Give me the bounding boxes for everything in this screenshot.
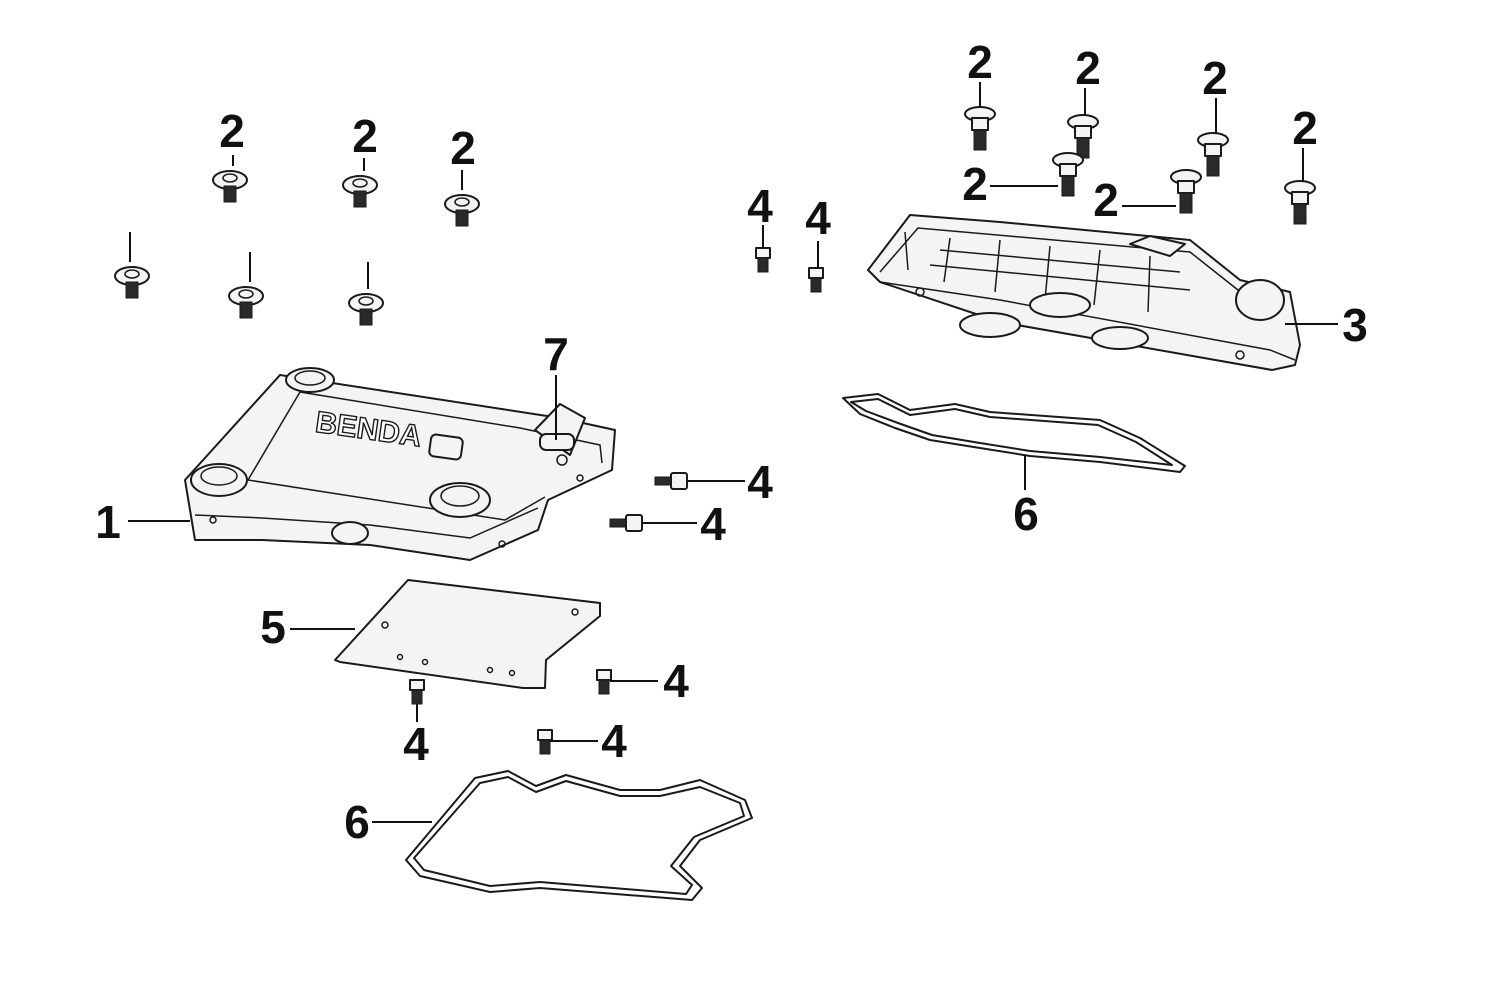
- callout-4: 4: [403, 718, 429, 770]
- camshaft-housing: [867, 214, 1301, 371]
- callout-4: 4: [747, 180, 773, 232]
- callout-4: 4: [700, 498, 726, 550]
- callout-2: 2: [962, 158, 988, 210]
- callout-2: 2: [1075, 42, 1101, 94]
- breather-plate: [334, 579, 601, 689]
- bolt-2-right-2: [1067, 114, 1099, 159]
- callout-2: 2: [450, 122, 476, 174]
- bolt-4-cover-1: [654, 472, 688, 490]
- bolt-2-left-5: [228, 286, 264, 319]
- callout-3: 3: [1342, 299, 1368, 351]
- callout-6: 6: [1013, 488, 1039, 540]
- bolt-4-right-1: [755, 247, 771, 273]
- callout-6: 6: [344, 796, 370, 848]
- bolt-2-left-3: [444, 194, 480, 227]
- cover-gasket: [405, 770, 753, 901]
- housing-gasket: [842, 393, 1186, 473]
- callout-2: 2: [967, 36, 993, 88]
- bolt-2-left-4: [114, 266, 150, 299]
- bolt-4-right-2: [808, 267, 824, 293]
- bolt-4-plate-3: [537, 729, 553, 755]
- callout-4: 4: [663, 655, 689, 707]
- callout-5: 5: [260, 601, 286, 653]
- bolt-2-left-2: [342, 175, 378, 208]
- bolt-4-cover-2: [609, 514, 643, 532]
- bolt-4-plate-2: [596, 669, 612, 695]
- bolt-2-right-4: [1284, 180, 1316, 225]
- bolt-4-plate-1: [409, 679, 425, 705]
- callout-2: 2: [1202, 52, 1228, 104]
- callout-2: 2: [352, 110, 378, 162]
- bolt-2-left-1: [212, 170, 248, 203]
- callout-4: 4: [805, 192, 831, 244]
- cylinder-head-cover: BENDA: [184, 367, 616, 561]
- callout-2: 2: [219, 105, 245, 157]
- bolt-2-right-3: [1197, 132, 1229, 177]
- bolt-2-left-6: [348, 293, 384, 326]
- callout-4: 4: [747, 456, 773, 508]
- bolt-2-right-1: [964, 106, 996, 151]
- callout-2: 2: [1292, 102, 1318, 154]
- bolt-2-right-5: [1052, 152, 1084, 197]
- callout-4: 4: [601, 715, 627, 767]
- callout-2: 2: [1093, 174, 1119, 226]
- callout-1: 1: [95, 496, 121, 548]
- callout-7: 7: [543, 328, 569, 380]
